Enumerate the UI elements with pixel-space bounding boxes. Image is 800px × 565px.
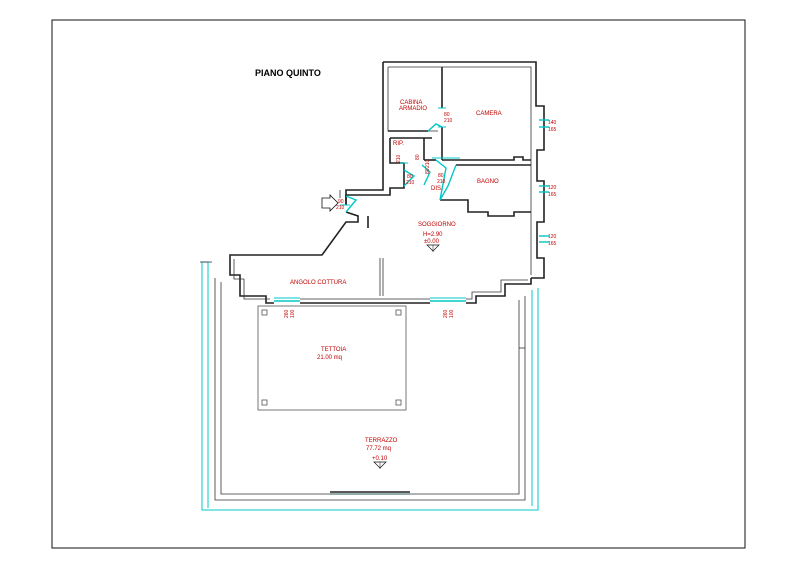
dim-window-kitchen-left-h: 260 [284, 309, 290, 318]
room-label-dis: DIS. [431, 186, 443, 192]
entrance-arrow-icon [321, 194, 339, 212]
room-area-tettoia: 21.00 mq [317, 355, 342, 361]
room-label-cabina: CABINA [400, 100, 422, 106]
room-label-angolo-cottura: ANGOLO COTTURA [290, 280, 346, 286]
walls [229, 61, 545, 304]
dim-door-cabina-h: 210 [444, 118, 453, 124]
room-label-armadio: ARMADIO [399, 106, 427, 112]
room-label-terrazzo: TERRAZZO [365, 438, 398, 444]
tettoia-post [261, 399, 268, 406]
dim-window-camera-h: 165 [548, 127, 557, 133]
dim-door-dis-right-h: 210 [437, 179, 446, 185]
tettoia-post [261, 309, 268, 316]
room-labels: CABINA ARMADIO CAMERA RIP. DIS. BAGNO SO… [290, 100, 502, 462]
tettoia-post [395, 399, 402, 406]
dim-window-kitchen-right-w: 100 [449, 309, 455, 318]
dim-door-rip-w: 80 [407, 174, 413, 180]
room-level-terrazzo: +0.10 [372, 456, 388, 462]
room-label-bagno: BAGNO [477, 179, 499, 185]
dim-window-soggiorno-h: 165 [548, 241, 557, 247]
dim-window-bagno-w: 120 [548, 185, 557, 191]
dim-rip-side: 210 [396, 154, 402, 163]
level-marker-icon [373, 461, 387, 469]
terrace [200, 261, 526, 501]
room-label-soggiorno: SOGGIORNO [418, 222, 456, 228]
dim-window-kitchen-right-h: 260 [443, 309, 449, 318]
level-marker-icon [426, 244, 440, 252]
dim-door-entrance-w: 90 [338, 199, 344, 205]
room-label-tettoia: TETTOIA [321, 347, 346, 353]
dim-window-camera-w: 140 [548, 120, 557, 126]
room-label-camera: CAMERA [476, 111, 502, 117]
dim-door-rip-h: 210 [406, 180, 415, 186]
room-height: H=2.90 [423, 232, 443, 238]
dim-door-dis-right-w: 80 [438, 173, 444, 179]
dim-window-bagno-h: 165 [548, 192, 557, 198]
room-area-terrazzo: 77.72 mq [366, 446, 391, 452]
tettoia-outline [257, 305, 407, 411]
dim-rip-side2: 80 [415, 154, 421, 160]
dim-door-dis-left-h: 210 [425, 159, 431, 168]
room-level: ±0.00 [424, 239, 440, 245]
dimension-labels: 80 210 80 210 210 80 80 210 80 210 90 21… [284, 112, 557, 318]
dim-window-soggiorno-w: 120 [548, 234, 557, 240]
plan-title: PIANO QUINTO [255, 68, 321, 78]
dim-door-cabina-w: 80 [444, 112, 450, 118]
room-label-rip: RIP. [393, 141, 404, 147]
dim-window-kitchen-left-w: 100 [290, 309, 296, 318]
sheet-frame [51, 19, 746, 549]
dim-door-dis-left-w: 80 [425, 168, 431, 174]
dim-door-entrance-h: 210 [336, 205, 345, 211]
tettoia-post [395, 309, 402, 316]
